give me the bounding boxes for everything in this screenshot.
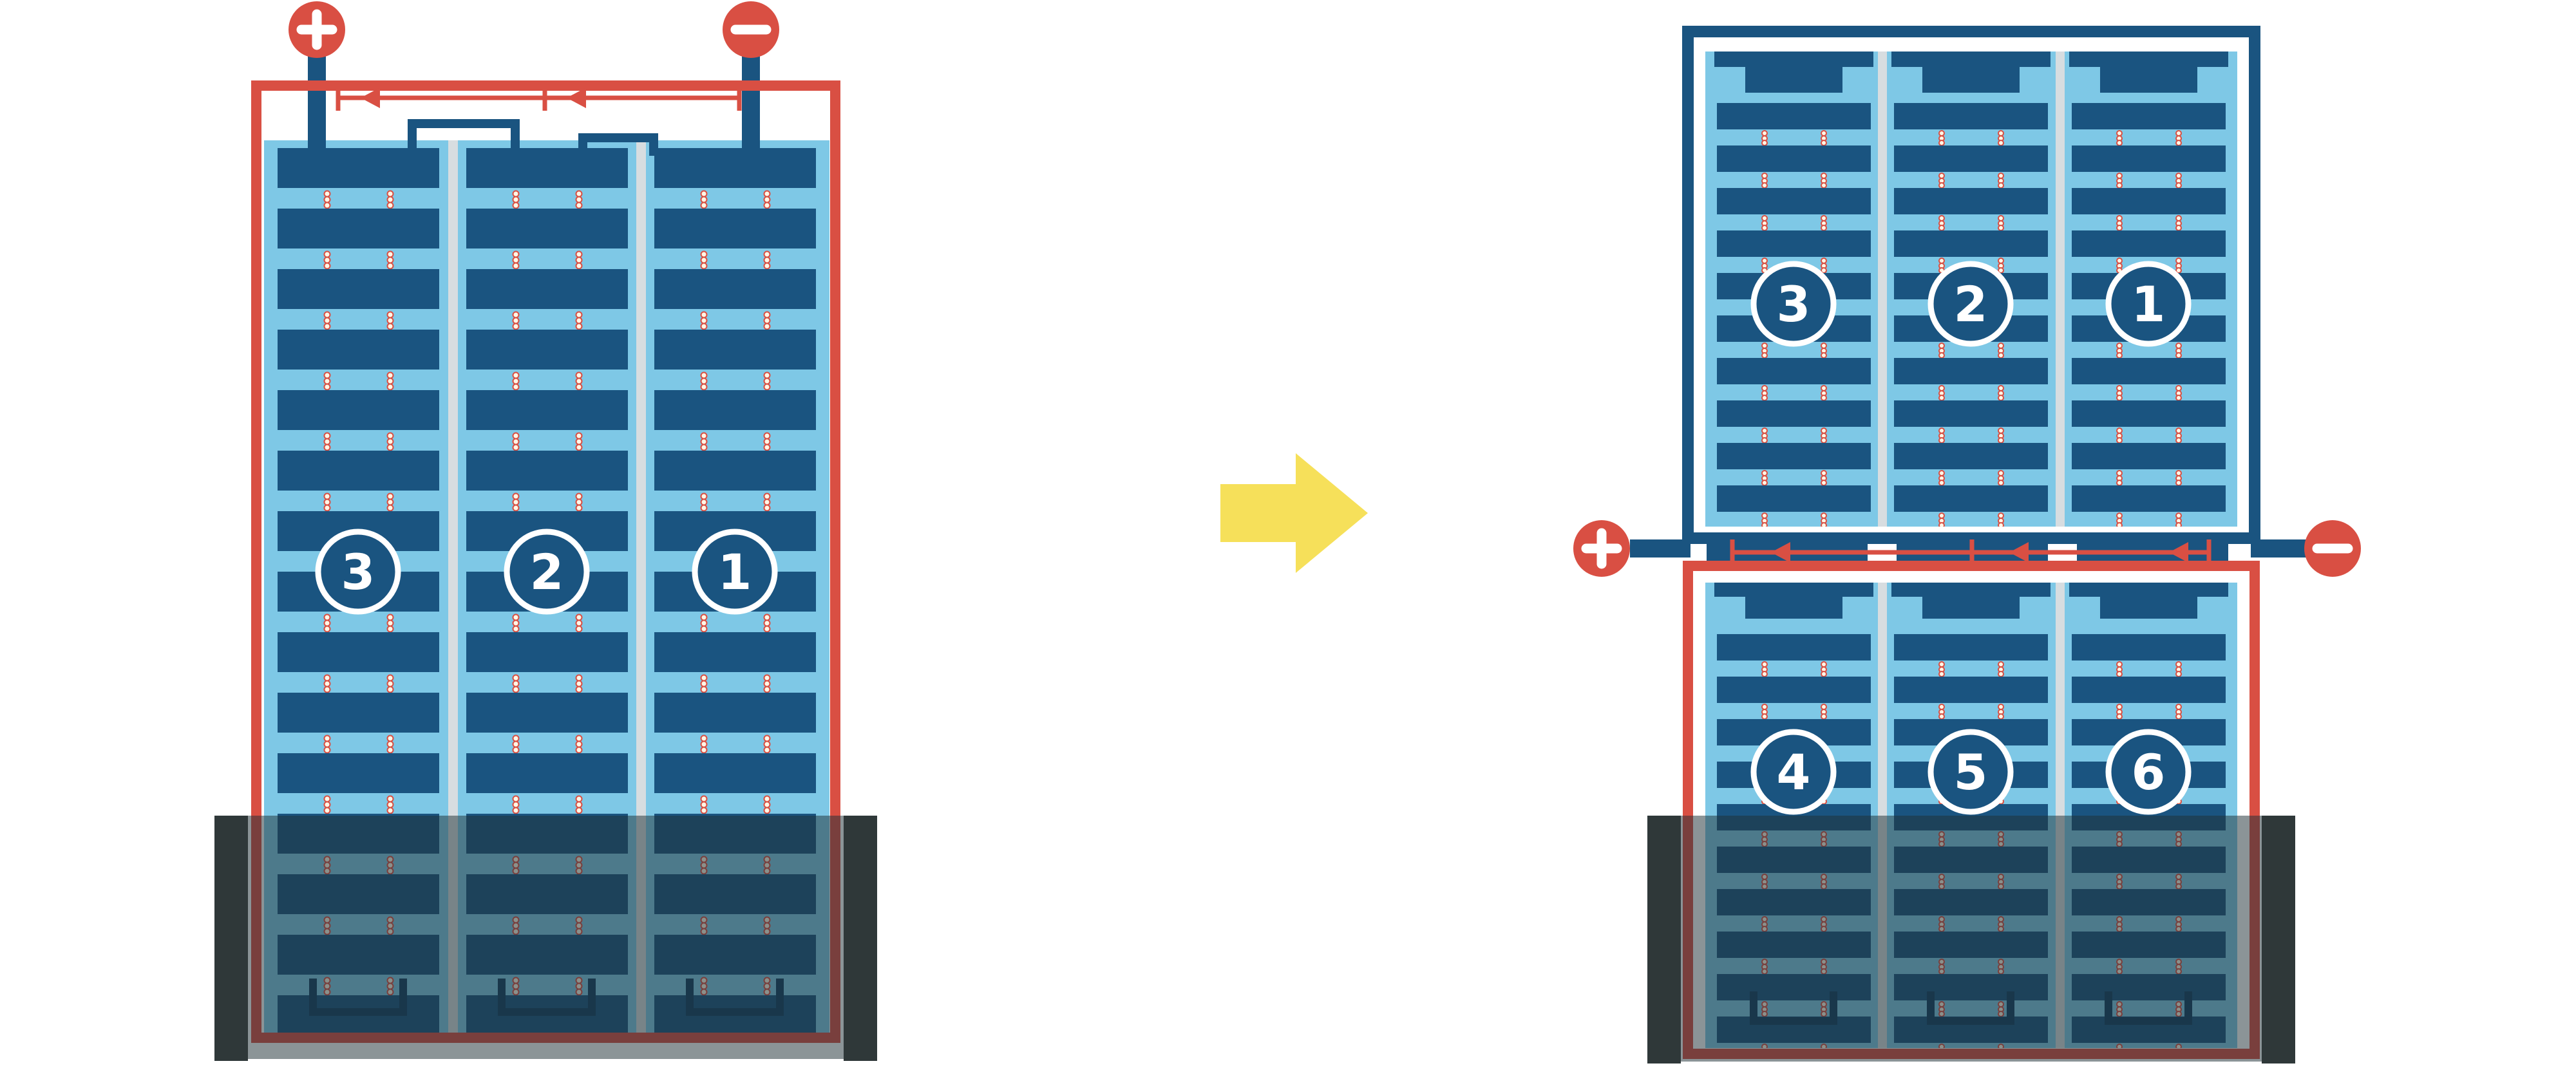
string-number-badge: 4 <box>1750 729 1837 815</box>
string-number-badge: 3 <box>315 529 401 615</box>
top-bus-strip <box>2069 583 2228 597</box>
positive-terminal <box>1573 520 1630 577</box>
junction-tab <box>1745 597 1842 619</box>
string-number-badge: 2 <box>504 529 590 615</box>
junction-tab <box>1922 67 2020 93</box>
shade-overlay <box>1681 816 2262 1062</box>
string-number-badge: 3 <box>1750 261 1837 347</box>
positive-terminal <box>289 1 345 58</box>
string-number-label: 3 <box>341 543 375 601</box>
half-cut-top-half: 3 2 1 <box>1682 26 2260 544</box>
left-arrowhead <box>2169 542 2188 563</box>
current-direction-arrows <box>336 85 742 111</box>
negative-terminal-post <box>742 45 760 180</box>
string-number-badge: 1 <box>692 529 778 615</box>
string-number-label: 1 <box>718 543 752 601</box>
shade-bar-right <box>2262 816 2295 1063</box>
string-number-label: 6 <box>2132 744 2166 801</box>
top-bus-strip <box>2069 52 2228 67</box>
string-number-badge: 2 <box>1927 261 2014 347</box>
string-number-badge: 1 <box>2105 261 2192 347</box>
string-separator <box>2056 52 2065 527</box>
string-separator <box>1878 52 1887 527</box>
junction-tab <box>1745 67 1842 93</box>
transition-arrow-icon <box>1220 453 1368 573</box>
string-interconnect <box>578 133 658 156</box>
shade-bar-right <box>844 816 877 1061</box>
negative-bus-bar <box>2251 539 2309 557</box>
junction-tab <box>1922 597 2020 619</box>
string-number-label: 3 <box>1777 276 1811 333</box>
negative-terminal <box>723 1 779 58</box>
current-direction-arrows <box>1730 539 2211 565</box>
left-arrowhead <box>2009 542 2029 563</box>
string-number-badge: 6 <box>2105 729 2192 815</box>
left-arrowhead <box>567 88 586 108</box>
top-bus-strip <box>1714 52 1873 67</box>
full-cell-module: 3 2 1 <box>214 1 877 1061</box>
top-bus-strip <box>1891 52 2050 67</box>
shade-bar-left <box>1647 816 1681 1063</box>
junction-tab <box>2100 597 2197 619</box>
top-bus-strip <box>1891 583 2050 597</box>
left-arrowhead <box>361 88 380 108</box>
string-separator <box>448 140 458 1035</box>
string-number-label: 4 <box>1777 744 1811 801</box>
shade-bar-left <box>214 816 248 1061</box>
plus-icon <box>296 9 337 50</box>
string-number-label: 2 <box>1954 276 1988 333</box>
half-cut-module: 3 2 1 <box>1573 26 2361 1063</box>
junction-tab <box>2100 67 2197 93</box>
string-interconnect <box>408 119 520 156</box>
centre-junction <box>1573 520 2361 577</box>
left-arrowhead <box>1771 542 1790 563</box>
shade-overlay <box>248 816 844 1059</box>
string-number-badge: 5 <box>1927 729 2014 815</box>
string-number-label: 2 <box>530 543 564 601</box>
positive-terminal-post <box>308 45 326 180</box>
plus-icon <box>1581 528 1622 569</box>
string-number-label: 1 <box>2132 276 2166 333</box>
negative-terminal <box>2304 520 2361 577</box>
string-separator <box>636 140 646 1035</box>
top-bus-strip <box>1714 583 1873 597</box>
string-number-label: 5 <box>1954 744 1988 801</box>
positive-bus-bar <box>1630 539 1690 557</box>
